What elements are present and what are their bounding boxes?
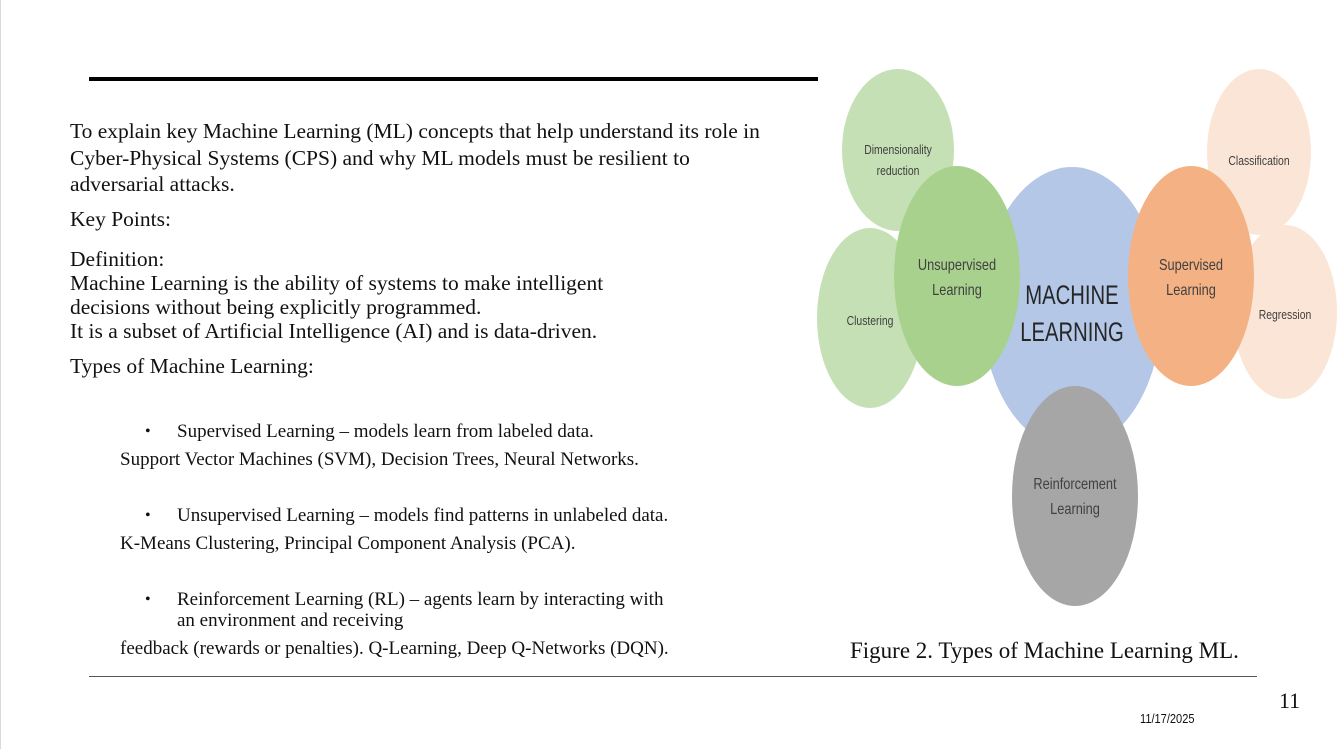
unsupervised-label: Unsupervised [918, 257, 996, 275]
supervised-label: Learning [1166, 282, 1216, 300]
ml-types-diagram: Dimensionality reduction Clustering Clas… [817, 69, 1337, 606]
reinforcement-label: Learning [1050, 501, 1100, 519]
unsupervised-label: Learning [932, 282, 982, 300]
footer-rule [89, 676, 1257, 677]
bullet-marker: • [145, 423, 151, 440]
unsupervised-bubble [894, 166, 1020, 386]
key-points-heading: Key Points: [70, 207, 171, 231]
type-title-unsupervised: Unsupervised Learning – models find patt… [177, 505, 669, 526]
types-heading: Types of Machine Learning: [70, 354, 314, 378]
definition-line: Machine Learning is the ability of syste… [70, 271, 604, 295]
reinforcement-label: Reinforcement [1033, 476, 1116, 494]
regression-label: Regression [1259, 308, 1312, 322]
slide-number: 11 [1279, 688, 1301, 713]
supervised-bubble [1128, 166, 1254, 386]
bullet-marker: • [145, 591, 151, 608]
type-title-reinforcement-cont: an environment and receiving [177, 610, 404, 631]
type-title-supervised: Supervised Learning – models learn from … [177, 421, 594, 442]
intro-text: To explain key Machine Learning (ML) con… [70, 119, 760, 196]
center-label: MACHINE [1025, 280, 1118, 311]
definition-heading: Definition: [70, 247, 165, 271]
classification-label: Classification [1228, 154, 1289, 168]
title-rule [89, 77, 818, 81]
center-label: LEARNING [1020, 317, 1124, 348]
type-title-reinforcement: Reinforcement Learning (RL) – agents lea… [177, 589, 664, 610]
dimensionality-label: reduction [877, 164, 920, 178]
figure-caption: Figure 2. Types of Machine Learning ML. [850, 638, 1239, 663]
type-examples-reinforcement: feedback (rewards or penalties). Q-Learn… [120, 638, 669, 659]
bullet-marker: • [145, 507, 151, 524]
supervised-label: Supervised [1159, 257, 1223, 275]
slide-date: 11/17/2025 [1140, 711, 1195, 726]
regression-bubble [1233, 225, 1337, 399]
definition-line: It is a subset of Artificial Intelligenc… [70, 319, 598, 343]
clustering-label: Clustering [847, 314, 894, 328]
definition-line: decisions without being explicitly progr… [70, 295, 482, 319]
type-examples-unsupervised: K-Means Clustering, Principal Component … [120, 533, 576, 554]
reinforcement-bubble [1012, 386, 1138, 606]
type-examples-supervised: Support Vector Machines (SVM), Decision … [120, 449, 639, 470]
classification-bubble [1207, 69, 1311, 235]
machine-learning-center-bubble [982, 167, 1162, 449]
slide-left-edge [0, 0, 1, 749]
dimensionality-label: Dimensionality [864, 143, 932, 157]
